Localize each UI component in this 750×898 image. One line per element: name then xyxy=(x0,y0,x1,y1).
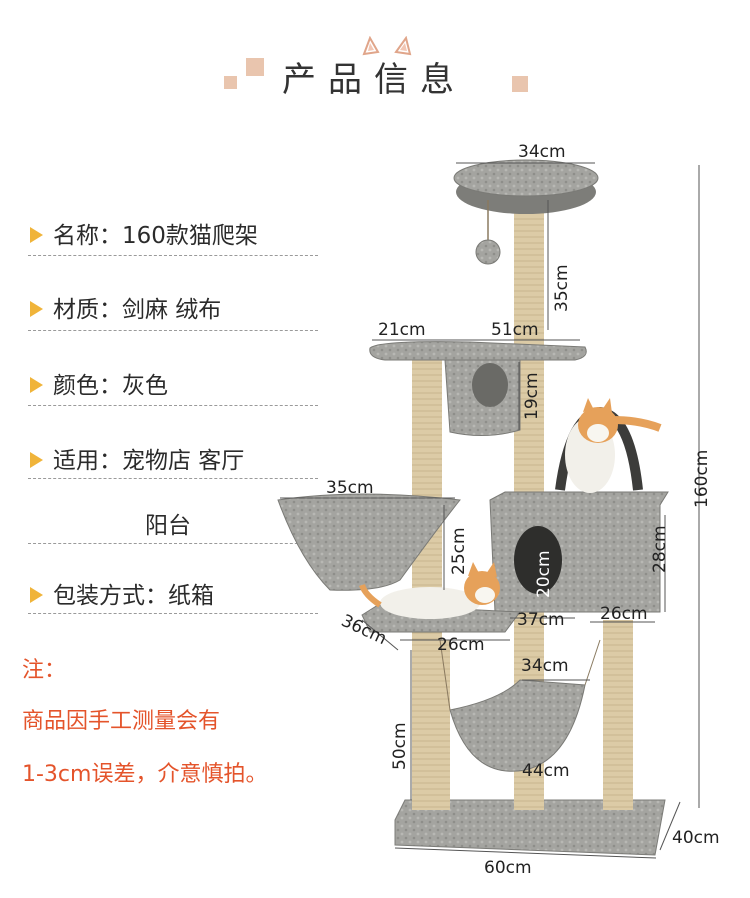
divider xyxy=(28,330,318,331)
middle-platform xyxy=(369,341,587,361)
cat-bottom xyxy=(359,562,500,619)
divider xyxy=(28,478,318,479)
dim-condo-depth: 37cm xyxy=(517,610,565,630)
dim-bottom-post: 50cm xyxy=(390,722,410,770)
divider xyxy=(28,613,318,614)
bullet-triangle-icon xyxy=(30,376,43,393)
dim-condo-height: 28cm xyxy=(650,525,670,573)
dim-base-depth: 40cm xyxy=(672,828,720,848)
dim-platform-left: 21cm xyxy=(378,320,426,340)
note-line: 1-3cm误差，介意慎拍。 xyxy=(22,762,268,787)
hammock xyxy=(449,679,586,772)
toy-ball xyxy=(475,239,501,265)
top-perch xyxy=(453,159,599,197)
spec-label: 材质：剑麻 绒布 xyxy=(53,297,222,323)
page-title: 产品信息 xyxy=(282,60,466,100)
header-decor-square xyxy=(224,76,237,89)
bullet-triangle-icon xyxy=(30,226,43,243)
dim-base-width: 60cm xyxy=(484,858,532,878)
spec-usage: 适用：宠物店 客厅 xyxy=(30,441,244,475)
basket xyxy=(277,493,461,591)
dim-post-height: 25cm xyxy=(449,527,469,575)
dim-basket-width: 35cm xyxy=(326,478,374,498)
spec-packaging: 包装方式：纸箱 xyxy=(30,576,214,610)
spec-label: 名称：160款猫爬架 xyxy=(53,223,258,249)
dim-hammock-length: 44cm xyxy=(522,761,570,781)
header-decor-square xyxy=(512,76,528,92)
bullet-triangle-icon xyxy=(30,300,43,317)
dim-platform-right: 51cm xyxy=(491,320,539,340)
spec-label: 适用：宠物店 客厅 xyxy=(53,448,245,474)
spec-name: 名称：160款猫爬架 xyxy=(30,216,258,250)
post xyxy=(603,620,633,810)
divider xyxy=(28,543,318,544)
post xyxy=(420,640,450,810)
dim-step-width: 26cm xyxy=(437,635,485,655)
cat-ears-icon xyxy=(362,35,414,60)
dim-total-height: 160cm xyxy=(692,449,712,508)
dim-condo-width: 26cm xyxy=(600,604,648,624)
dim-house-height: 19cm xyxy=(522,372,542,420)
cat-top xyxy=(565,398,662,493)
dim-top-width: 34cm xyxy=(518,142,566,162)
bullet-triangle-icon xyxy=(30,451,43,468)
header-decor-square xyxy=(246,58,264,76)
base-platform xyxy=(394,799,666,856)
dim-top-height: 35cm xyxy=(552,264,572,312)
spec-material: 材质：剑麻 绒布 xyxy=(30,290,221,324)
bullet-triangle-icon xyxy=(30,586,43,603)
dim-hammock-width: 34cm xyxy=(521,656,569,676)
note-line: 商品因手工测量会有 xyxy=(22,709,221,734)
spec-label: 包装方式：纸箱 xyxy=(53,583,214,609)
divider xyxy=(28,405,318,406)
spec-label: 颜色：灰色 xyxy=(53,373,168,399)
spec-color: 颜色：灰色 xyxy=(30,366,168,400)
note-title: 注： xyxy=(22,658,67,683)
dim-condo-hole: 20cm xyxy=(534,550,554,598)
spec-usage-continuation: 阳台 xyxy=(145,513,191,539)
divider xyxy=(28,255,318,256)
